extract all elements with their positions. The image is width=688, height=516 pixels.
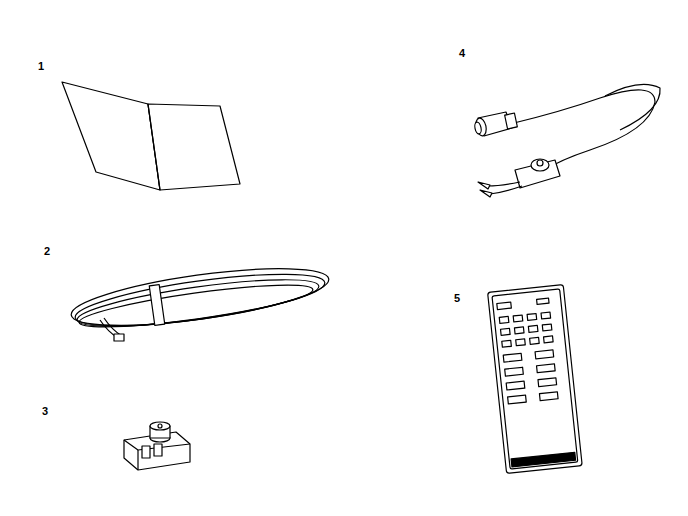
remote-control (488, 285, 583, 474)
callout-number: 3 (42, 406, 48, 417)
callout-number: 2 (44, 246, 50, 257)
callout-number: 5 (454, 293, 460, 304)
antenna-adapter (124, 422, 190, 470)
instruction-booklet (62, 82, 240, 190)
antenna-cable (474, 84, 660, 197)
coiled-speaker-cable (68, 257, 332, 341)
callout-number: 1 (38, 61, 44, 72)
callout-number: 4 (459, 48, 465, 59)
